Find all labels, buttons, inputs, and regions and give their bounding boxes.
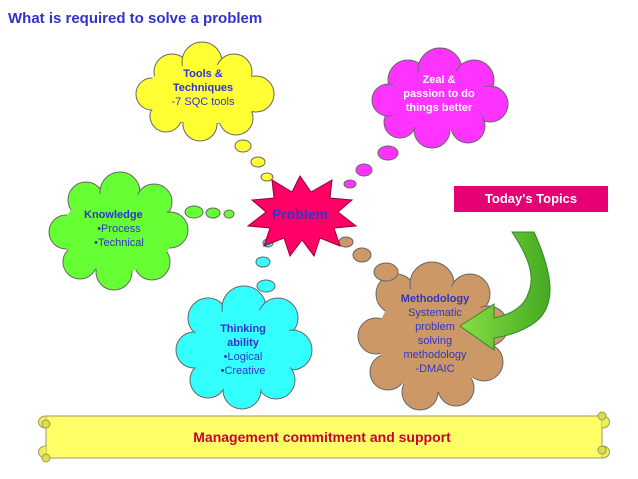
thinking-cloud (175, 285, 313, 410)
methodology-line-5: -DMAIC (415, 363, 455, 375)
zeal-cloud (371, 47, 509, 149)
methodology-cloud (357, 261, 509, 411)
thinking-line-2: ability (227, 337, 259, 349)
tools-trail (234, 139, 274, 182)
methodology-line-3: solving (417, 335, 453, 347)
knowledge-item-process: •Process (97, 223, 141, 235)
knowledge-heading: Knowledge (84, 209, 143, 221)
zeal-trail (343, 145, 399, 189)
tools-cloud (135, 41, 275, 142)
thinking-line-1: Thinking (220, 323, 266, 335)
thinking-label: Thinking ability •Logical •Creative (203, 322, 283, 378)
problem-starburst (246, 175, 358, 258)
tools-line-2: Techniques (172, 82, 234, 94)
page-title: What is required to solve a problem (8, 10, 263, 27)
zeal-line-2: passion to do (403, 88, 475, 100)
footer-label: Management commitment and support (193, 429, 451, 445)
problem-label: Problem (271, 206, 328, 222)
thinking-item-logical: •Logical (223, 351, 263, 363)
methodology-line-4: methodology (403, 349, 467, 361)
thinking-item-creative: •Creative (220, 365, 266, 377)
zeal-line-3: things better (405, 102, 473, 114)
tools-line-3: -7 SQC tools (171, 96, 235, 108)
knowledge-label: Knowledge •Process •Technical (74, 208, 164, 250)
methodology-line-1: Systematic (408, 307, 462, 319)
knowledge-trail (184, 205, 235, 219)
curved-arrow (459, 231, 551, 351)
todays-topics-badge: Today's Topics (454, 186, 608, 212)
knowledge-item-technical: •Technical (94, 237, 144, 249)
methodology-line-2: problem (415, 321, 455, 333)
tools-line-1: Tools & (183, 68, 223, 80)
zeal-label: Zeal & passion to do things better (390, 73, 488, 115)
thinking-trail (255, 238, 276, 293)
methodology-trail (338, 236, 399, 282)
footer-scroll (38, 411, 610, 463)
methodology-label: Methodology Systematic problem solving m… (388, 292, 482, 376)
knowledge-cloud (48, 171, 189, 291)
methodology-heading: Methodology (400, 293, 470, 305)
zeal-line-1: Zeal & (422, 74, 456, 86)
tools-label: Tools & Techniques -7 SQC tools (160, 67, 246, 109)
